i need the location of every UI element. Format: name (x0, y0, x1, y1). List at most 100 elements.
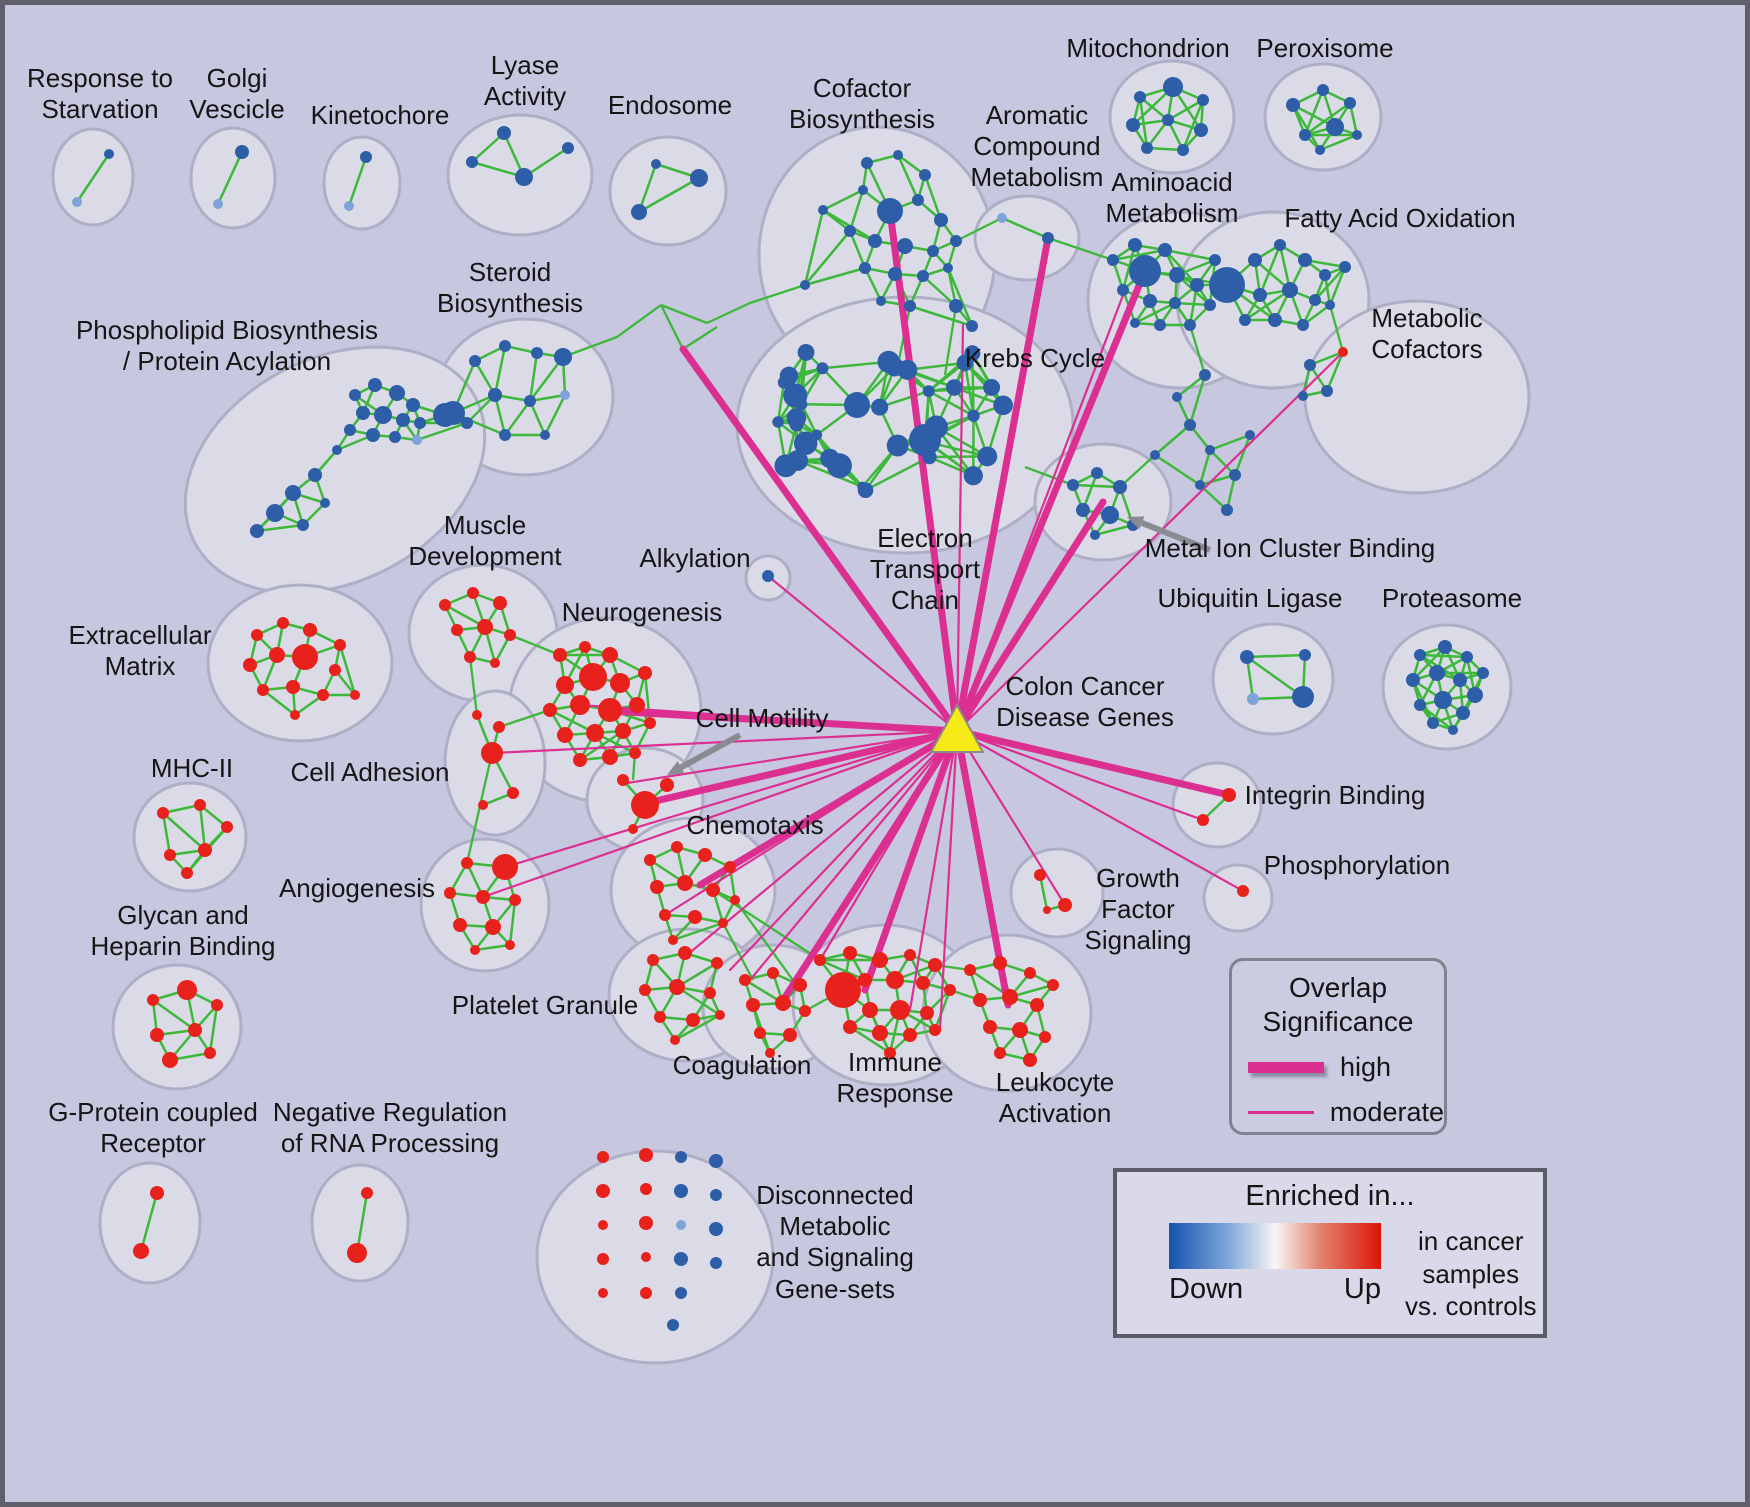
gene-set-node (772, 416, 784, 428)
gene-set-node (783, 383, 808, 408)
gene-set-node (257, 684, 269, 696)
overlap-edge-moderate (955, 350, 1345, 733)
gene-set-edge (776, 382, 786, 423)
gene-set-node (150, 1186, 164, 1200)
gene-set-edge (946, 267, 974, 327)
gene-set-node (554, 348, 572, 366)
gene-set-node (1298, 391, 1308, 401)
gene-set-edge (674, 1013, 721, 1042)
gene-set-node (597, 1253, 609, 1265)
gene-set-node (1162, 114, 1174, 126)
metal-ion-pointer-arrowhead (1127, 516, 1145, 530)
gene-set-node (1134, 91, 1146, 103)
gene-set-node (505, 940, 515, 950)
gene-set-node (598, 1220, 608, 1230)
gene-set-node (344, 201, 354, 211)
high-significance-line-sample (1248, 1062, 1324, 1074)
gene-set-node (724, 861, 736, 873)
cluster-phosphorylation (1202, 863, 1274, 933)
gene-set-node (164, 849, 176, 861)
gene-set-node (586, 724, 604, 742)
gene-set-node (499, 340, 511, 352)
gene-set-edge (1304, 101, 1351, 137)
gene-set-node (767, 967, 779, 979)
gene-set-node (1117, 284, 1129, 296)
gene-set-edge (493, 345, 507, 396)
gene-set-node (922, 449, 937, 465)
gene-set-node (1253, 288, 1267, 302)
gene-set-node (490, 658, 500, 668)
gene-set-edge (161, 812, 172, 856)
gene-set-node (669, 979, 685, 995)
gene-set-node (857, 481, 868, 492)
gene-set-node (198, 843, 212, 857)
gene-set-node (762, 570, 774, 582)
label-cofactor-biosynthesis: Cofactor Biosynthesis (789, 73, 935, 135)
label-aromatic-compound-metabolism: Aromatic Compound Metabolism (970, 100, 1104, 193)
gene-set-node (374, 406, 392, 424)
gene-set-node (674, 1252, 688, 1266)
gene-set-node (476, 890, 490, 904)
gene-set-edge (1328, 266, 1347, 306)
label-alkylation: Alkylation (639, 543, 751, 573)
gene-set-node (690, 169, 708, 187)
gene-set-edge (256, 523, 304, 533)
gene-set-node (1184, 419, 1196, 431)
gene-set-edge (1325, 351, 1345, 392)
gene-set-node (639, 1148, 653, 1162)
gene-set-node (629, 697, 645, 713)
legend-enriched-title: Enriched in... (1245, 1180, 1415, 1212)
gene-set-node (540, 430, 550, 440)
overlap-edge-moderate (685, 729, 959, 957)
gene-set-node (793, 431, 818, 455)
gene-set-node (466, 156, 478, 168)
label-endosome: Endosome (607, 90, 733, 120)
inter-cluster-edge (943, 305, 958, 376)
gene-set-edge (879, 390, 930, 409)
gene-set-node (1467, 687, 1483, 703)
gene-set-node (640, 1287, 652, 1299)
gene-set-node (1197, 94, 1209, 106)
gene-set-node (1247, 693, 1259, 705)
label-cell-motility: Cell Motility (695, 703, 829, 733)
label-peroxisome: Peroxisome (1256, 33, 1394, 63)
gene-set-node (674, 1184, 688, 1198)
inter-cluster-edge (1119, 454, 1156, 488)
gene-set-node (1012, 1022, 1028, 1038)
gene-set-node (1126, 118, 1140, 132)
gene-set-node (509, 894, 521, 906)
gene-set-node (72, 197, 82, 207)
gene-set-node (194, 799, 206, 811)
gene-set-node (890, 1000, 910, 1020)
layer-magenta (481, 207, 1345, 1032)
overlap-edge-high (953, 267, 1149, 735)
label-proteasome: Proteasome (1381, 583, 1523, 613)
gene-set-node (181, 867, 193, 879)
gene-set-node (1130, 318, 1140, 328)
label-growth-factor-signaling: Growth Factor Signaling (1084, 863, 1192, 956)
gene-set-node (777, 376, 791, 389)
label-negative-regulation-rna-processing: Negative Regulation of RNA Processing (272, 1097, 508, 1159)
gene-set-node (826, 453, 852, 479)
gene-set-node (1043, 906, 1051, 914)
gene-set-node (453, 918, 467, 932)
gene-set-edge (1154, 424, 1191, 456)
gene-set-node (912, 194, 924, 206)
gene-set-edge (1181, 99, 1205, 151)
gene-set-node (783, 1028, 797, 1042)
gene-set-edge (1245, 656, 1255, 700)
gene-set-node (235, 145, 249, 159)
gene-set-node (1158, 243, 1172, 257)
gene-set-node (1429, 665, 1445, 681)
gene-set-node (877, 350, 900, 373)
label-kinetochore: Kinetochore (310, 100, 450, 130)
gene-set-edge (848, 189, 865, 232)
inter-cluster-edge (1024, 465, 1074, 487)
overlap-edge-high (696, 727, 961, 889)
gene-set-node (746, 998, 760, 1012)
gene-set-node (629, 747, 641, 759)
gene-set-node (562, 142, 574, 154)
label-immune-response: Immune Response (836, 1047, 954, 1109)
gene-set-node (243, 658, 257, 672)
gene-set-node (1034, 869, 1046, 881)
